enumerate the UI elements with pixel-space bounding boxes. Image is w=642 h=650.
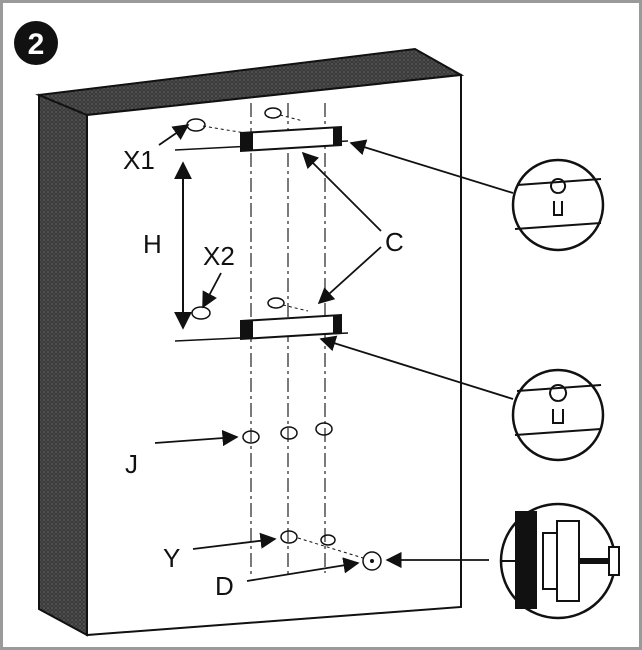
bracket-bottom-end <box>241 321 253 339</box>
label-d: D <box>215 571 234 601</box>
arrow-c-bottom <box>317 246 382 305</box>
label-x1: X1 <box>123 145 155 175</box>
step-number: 2 <box>28 28 45 61</box>
hole-top-center <box>264 107 282 119</box>
hole-d-center <box>370 559 374 563</box>
step-badge-circle <box>14 21 58 65</box>
arrow-x2 <box>202 272 222 309</box>
hole-j-left <box>242 430 260 444</box>
label-h: H <box>143 229 162 259</box>
bracket-top-end <box>241 133 253 151</box>
hole-y <box>280 530 298 544</box>
arrow-d <box>246 557 360 582</box>
arrow-c-top <box>301 151 382 232</box>
label-j: J <box>125 449 138 479</box>
hole-x2 <box>191 306 211 320</box>
arrow-y <box>192 532 277 550</box>
hole-j-right <box>315 422 333 436</box>
hole-d-guide <box>297 537 364 559</box>
step-badge: 2 <box>14 21 58 65</box>
bracket-bottom <box>174 297 349 342</box>
hole-bottom-center-guide <box>282 304 309 312</box>
label-c: C <box>385 227 404 257</box>
bracket-top-end-right <box>333 127 341 145</box>
hole-d <box>362 551 382 571</box>
keyhole-slot-detail-bottom-icon <box>511 368 605 462</box>
leader-arrows <box>154 124 514 582</box>
hole-x1-guide <box>202 125 246 134</box>
label-y: Y <box>163 543 180 573</box>
holes-j <box>242 422 333 444</box>
arrow-x1 <box>158 124 190 146</box>
holes-y-d <box>280 530 382 571</box>
wall-anchor-screw-detail-icon <box>499 502 620 620</box>
hole-y-right <box>320 534 336 546</box>
wall-side-face <box>38 93 88 637</box>
label-x2: X2 <box>203 241 235 271</box>
hole-top-center-guide <box>279 114 304 122</box>
arrow-detail-middle <box>319 335 514 400</box>
bracket-bottom-end-right <box>333 315 341 333</box>
keyhole-slot-detail-top-icon <box>511 158 605 252</box>
arrow-detail-top <box>349 139 514 194</box>
arrow-j <box>154 429 239 447</box>
diagram-canvas: 2 <box>14 21 620 637</box>
hole-bottom-center <box>267 297 285 309</box>
hole-j-center <box>280 426 298 440</box>
